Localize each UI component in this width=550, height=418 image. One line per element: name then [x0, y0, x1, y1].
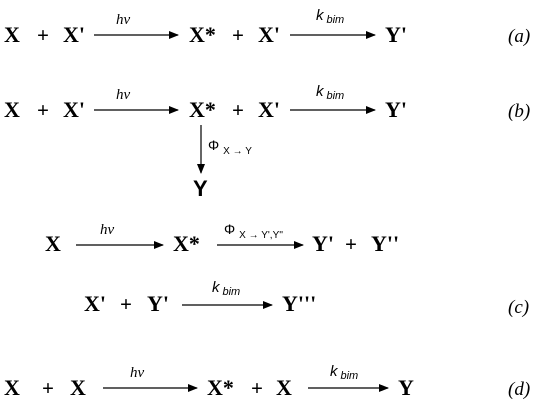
scheme-c-line-1-arrow-2-label: Φ X → Y',Y'' [224, 221, 283, 241]
scheme-d-arrow-2-label-k: k [330, 363, 339, 380]
scheme-a-arrow-2-label-k: k [316, 7, 325, 24]
scheme-b-down-arrow-label: Φ X → Y [208, 137, 252, 157]
scheme-b-label: (b) [508, 101, 530, 122]
scheme-b-reactant-2: X' [63, 97, 85, 122]
scheme-a-arrow-1-label: hν [116, 12, 131, 28]
scheme-d-plus-2: + [251, 376, 263, 400]
scheme-b-plus-1: + [37, 98, 49, 122]
scheme-d-reactant-2: X [70, 375, 86, 400]
scheme-a-reactant-3: X' [258, 22, 280, 47]
scheme-a-product: Y' [385, 22, 407, 47]
scheme-b-arrow-2-label-k: k [316, 83, 325, 100]
scheme-c-line-2-plus: + [120, 292, 132, 316]
scheme-b-arrow-2-label-sub: bim [327, 90, 345, 102]
scheme-c-line-1-product-1: Y' [312, 231, 334, 256]
scheme-c-label: (c) [508, 297, 529, 318]
scheme-d-product: Y [398, 375, 414, 400]
scheme-b-reactant-3: X' [258, 97, 280, 122]
scheme-b-down-arrow-label-phi: Φ [208, 137, 219, 153]
scheme-d-arrow-2-label-sub: bim [341, 370, 359, 382]
scheme-a-plus-1: + [37, 23, 49, 47]
scheme-d-intermediate: X* [207, 375, 234, 400]
scheme-b-down-product: Y [193, 176, 208, 201]
scheme-b-plus-2: + [232, 98, 244, 122]
scheme-c-line-1-intermediate: X* [173, 231, 200, 256]
scheme-a-reactant-1: X [4, 22, 20, 47]
scheme-d-arrow-1-label: hν [130, 365, 145, 381]
scheme-c-line-2-reactant-1: X' [84, 291, 106, 316]
scheme-d-reactant-3: X [276, 375, 292, 400]
scheme-b-down-arrow-label-sub: X → Y [223, 146, 252, 157]
scheme-d-reactant-1: X [4, 375, 20, 400]
scheme-c-line-2-arrow-label-k: k [212, 279, 221, 296]
scheme-c-line-2-arrow-label-sub: bim [223, 286, 241, 298]
scheme-a-intermediate: X* [189, 22, 216, 47]
scheme-d-plus-1: + [42, 376, 54, 400]
scheme-b-intermediate: X* [189, 97, 216, 122]
scheme-c-line-1-arrow-2-label-sub: X → Y',Y'' [239, 230, 283, 241]
scheme-a-plus-2: + [232, 23, 244, 47]
scheme-a-reactant-2: X' [63, 22, 85, 47]
scheme-a-arrow-2-label-sub: bim [327, 14, 345, 26]
scheme-b-product: Y' [385, 97, 407, 122]
scheme-b-reactant-1: X [4, 97, 20, 122]
scheme-c-line-2-product: Y''' [282, 291, 316, 316]
scheme-c-line-2-reactant-2: Y' [147, 291, 169, 316]
scheme-c-line-1-arrow-1-label: hν [100, 222, 115, 238]
scheme-a-label: (a) [508, 26, 530, 47]
scheme-c-line-1-reactant: X [45, 231, 61, 256]
scheme-c-line-1-arrow-2-label-phi: Φ [224, 221, 235, 237]
scheme-c-line-1-plus: + [345, 232, 357, 256]
scheme-b-arrow-1-label: hν [116, 87, 131, 103]
scheme-c-line-1-product-2: Y'' [371, 231, 399, 256]
scheme-d-label: (d) [508, 379, 530, 400]
